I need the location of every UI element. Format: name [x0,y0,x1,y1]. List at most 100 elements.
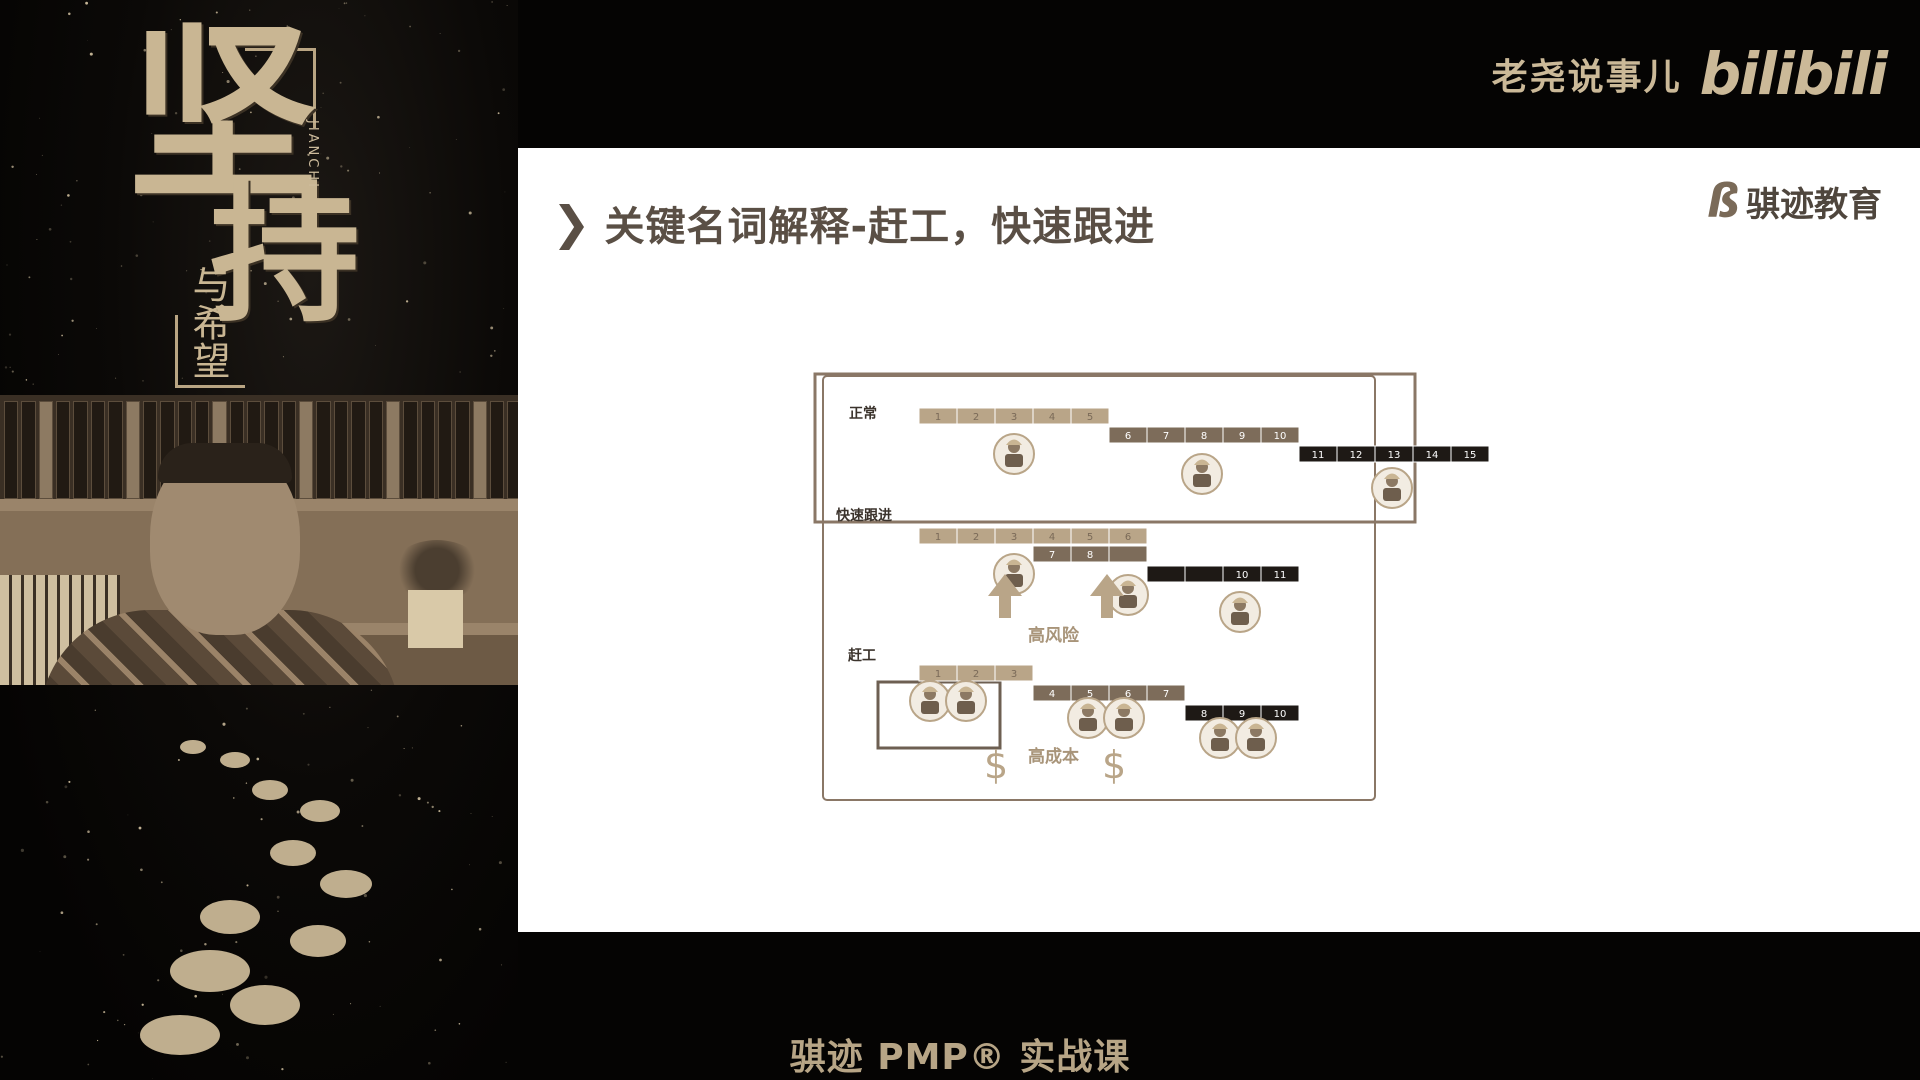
crash-task-block [1146,684,1186,702]
book [385,401,401,499]
normal-task-block [1260,426,1300,444]
bilibili-logo: bilibili [1699,40,1888,108]
worker-icon [1067,697,1109,739]
book [403,401,418,499]
normal-task-block-label: 11 [1312,450,1325,461]
webcam-feed [0,395,518,685]
up-arrow-icon [988,574,1022,618]
fast-track-task-block-label: 10 [1236,570,1249,581]
normal-task-block-label: 6 [1125,431,1131,442]
high-risk-label: 高风险 [1028,625,1080,646]
channel-name: 老尧说事儿 [1491,57,1682,98]
fast-track-task-block-label: 11 [1274,570,1287,581]
fast-track-task-block-label: 5 [1087,532,1093,543]
book [351,401,366,499]
crash-task-block-label: 7 [1163,689,1169,700]
crash-task-block-label: 1 [935,669,941,680]
crash-task-block-label: 8 [1201,709,1207,720]
company-logo-icon: ß [1706,174,1740,228]
fast-track-task-block-label: 2 [973,532,979,543]
row-label-fast-track: 快速跟进 [836,507,892,524]
crash-highlight-frame [876,680,1002,750]
worker-icon [993,433,1035,475]
normal-task-block-label: 15 [1464,450,1477,461]
worker-icon [1199,717,1241,759]
company-logo: ß 骐迹教育 [1707,174,1882,228]
book [108,401,123,499]
presenter-hair [158,443,292,483]
course-title: 骐迹 PMP® 实战课 [789,1037,1131,1078]
worker-icon [1103,697,1145,739]
book [142,401,158,499]
fast-track-task-block-label: 8 [1087,550,1093,561]
book [333,401,349,499]
crash-task-block [994,664,1034,682]
slide-header: ❯ 关键名词解释-赶工，快速跟进 [552,194,1155,252]
book [472,401,488,499]
normal-task-block [1070,407,1110,425]
up-arrow-icon [1090,574,1124,618]
dollar-icon: $ [984,743,1008,787]
book [455,401,470,499]
crash-task-block-label: 3 [1011,669,1017,680]
crash-task-block-label: 5 [1087,689,1093,700]
crash-task-block-label: 6 [1125,689,1131,700]
normal-task-block-label: 5 [1087,412,1093,423]
book [21,401,36,499]
crash-task-block-label: 9 [1239,709,1245,720]
crash-task-block-label: 10 [1274,709,1287,720]
crash-task-block [1260,704,1300,722]
chevron-right-icon: ❯ [552,196,591,250]
book [299,401,314,499]
fast-track-task-block-label: 7 [1049,550,1055,561]
book [90,401,106,499]
normal-task-block-label: 10 [1274,431,1287,442]
diagram-outer-frame [822,375,1376,801]
poster-pinyin: JIANCHI [305,120,320,190]
poster-bracket [245,48,315,51]
book [73,401,88,499]
book [420,401,435,499]
fast-track-task-block [1108,527,1148,545]
poster-panel: 坚 持 与希望 JIANCHI [0,0,518,1080]
book [316,401,331,499]
poster-subtitle: 与希望 [186,265,230,379]
normal-task-block-label: 13 [1388,450,1401,461]
book [490,401,505,499]
row-label-crash: 赶工 [847,647,876,664]
crash-task-block-label: 2 [973,669,979,680]
poster-title-char: 持 [210,167,361,343]
poster-bracket [175,315,178,387]
fast-track-task-block-label: 1 [935,532,941,543]
row-label-normal: 正常 [849,405,877,422]
poster-bracket [175,385,245,388]
high-cost-label: 高成本 [1028,746,1079,767]
worker-icon [909,680,951,722]
worker-icon [1181,453,1223,495]
worker-icon [1107,574,1149,616]
slide-title: 关键名词解释-赶工，快速跟进 [604,204,1156,250]
fast-track-task-block [1260,565,1300,583]
normal-task-block-label: 14 [1426,450,1439,461]
worker-icon [1371,467,1413,509]
crash-task-block-label: 4 [1049,689,1055,700]
fast-track-task-block [1146,565,1186,583]
fast-track-task-block [1108,545,1148,563]
fast-track-task-block [1184,565,1224,583]
plant-pot [408,590,463,648]
normal-task-block-label: 8 [1201,431,1207,442]
normal-task-block-label: 7 [1163,431,1169,442]
normal-task-block-label: 1 [935,412,941,423]
worker-icon [945,680,987,722]
company-name: 骐迹教育 [1746,184,1882,225]
worker-icon [1235,717,1277,759]
book [368,401,383,499]
normal-task-block-label: 12 [1350,450,1363,461]
book [4,401,19,499]
poster-title-char: 坚 [128,3,319,226]
normal-task-block-label: 3 [1011,412,1017,423]
book [38,401,54,499]
dollar-icon: $ [1102,743,1126,787]
